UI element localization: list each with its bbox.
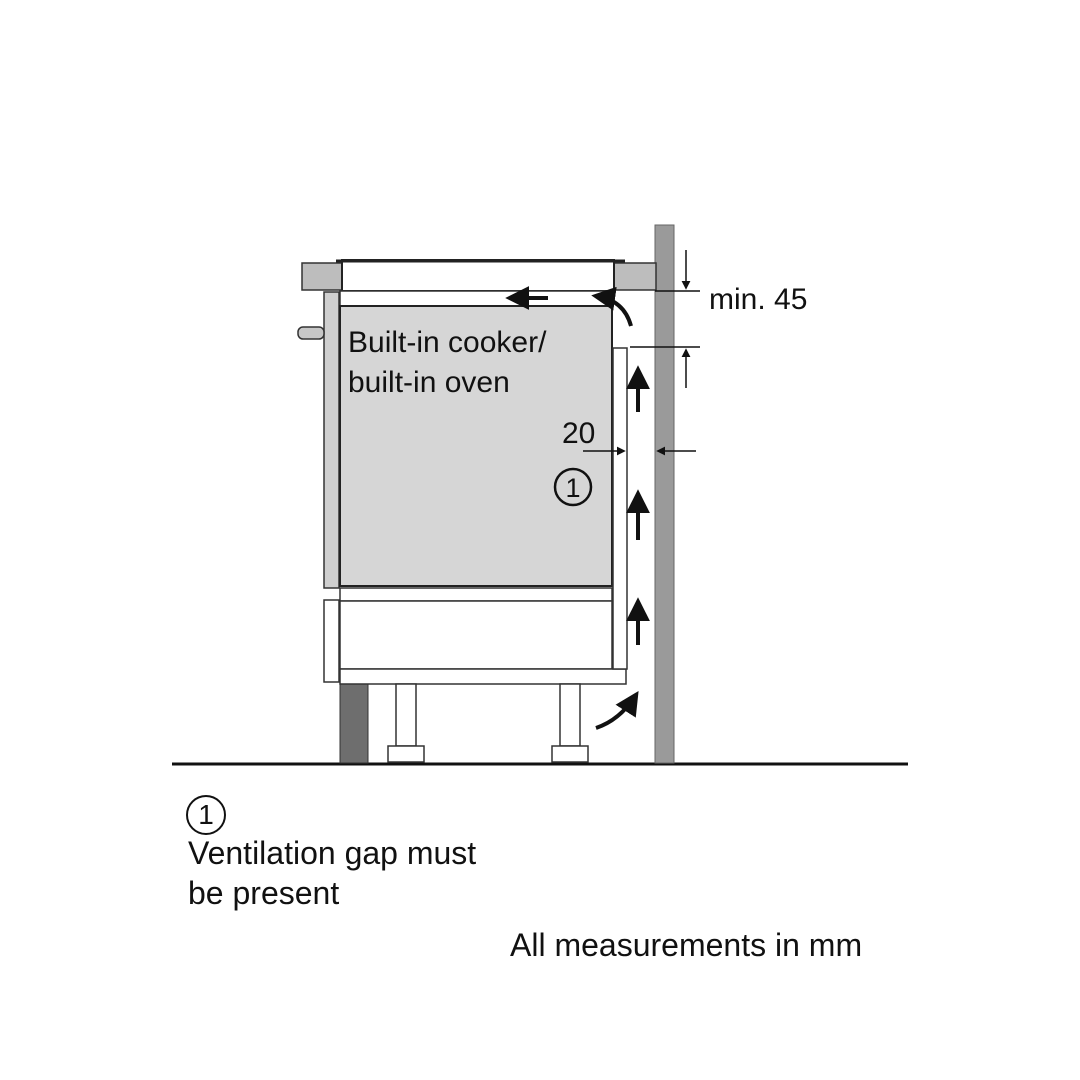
airflow-arrow-bottom-curve [595,690,639,730]
legend-line1: Ventilation gap must [188,835,477,871]
callout-number: 1 [565,473,580,503]
airflow-arrow-top-curve [591,286,633,327]
legend: 1 [186,795,226,839]
gap-top-label: min. 45 [709,283,807,316]
cabinet-foot-right [551,683,589,763]
cabinet-foot-left [387,683,425,763]
hob [341,259,615,292]
cabinet-top [339,290,613,307]
dimension-min-45 [630,250,700,388]
callout-circle [553,467,593,507]
appliance-label-line1: Built-in cooker/ [348,326,547,359]
worktop-right [613,262,657,291]
cabinet-side-panel [323,291,340,589]
drawer [339,600,613,670]
oven-knob [297,326,325,340]
oven-body [339,305,613,587]
legend-number: 1 [186,795,226,835]
drawer-top [339,587,613,602]
legend-line2: be present [188,875,340,911]
cabinet-back-panel [612,347,628,670]
appliance-label-line2: built-in oven [348,366,510,399]
plinth [339,683,369,764]
gap-side-label: 20 [562,417,595,450]
units-note: All measurements in mm [510,927,863,963]
worktop-left [301,262,343,291]
cabinet-base [339,668,627,685]
airflow-arrows [505,286,650,730]
wall [654,224,675,764]
